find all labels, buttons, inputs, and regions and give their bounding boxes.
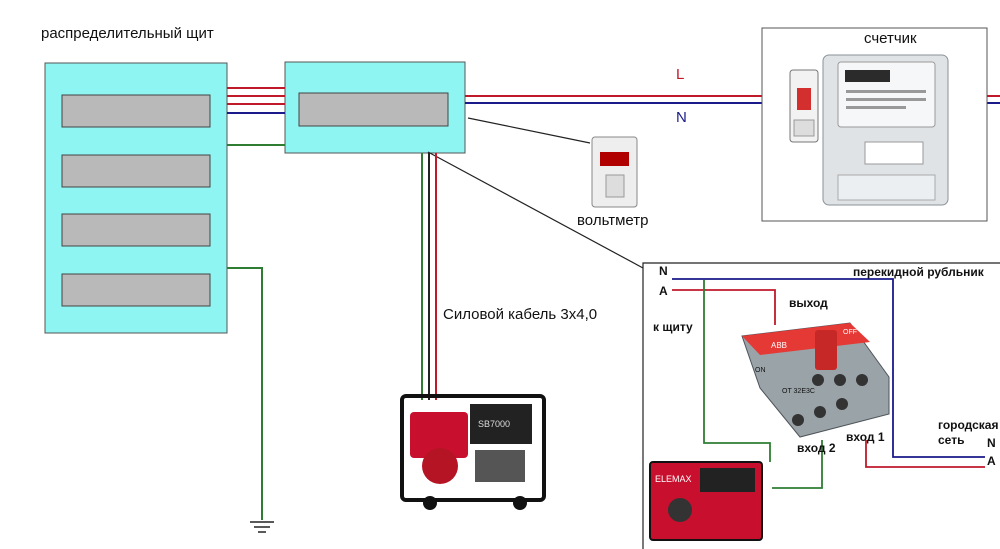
- svg-text:ABB: ABB: [771, 341, 787, 350]
- city-n-label: N: [987, 436, 996, 450]
- board-link-wires: [227, 87, 285, 146]
- generator-inset: ELEMAX: [649, 461, 763, 541]
- callout-line: [427, 151, 644, 269]
- meter-enclosure: [761, 27, 988, 222]
- output-label: выход: [789, 296, 828, 310]
- breaker-4: [61, 273, 211, 307]
- svg-text:SB7000: SB7000: [478, 419, 510, 429]
- city-grid-label: городская сеть: [938, 418, 999, 447]
- changeover-inset: [642, 262, 1000, 549]
- changeover-switch: ABB OT 32E3C ON OFF: [741, 322, 890, 438]
- junction-breaker: [298, 92, 449, 127]
- voltmeter-device: [467, 117, 638, 208]
- meter-label: счетчик: [864, 30, 917, 47]
- distribution-board-label: распределительный щит: [41, 25, 214, 42]
- junction-box: [284, 61, 466, 154]
- svg-text:ON: ON: [755, 367, 766, 374]
- input-1-label: вход 1: [846, 430, 885, 444]
- distribution-board: [44, 62, 228, 334]
- power-cable: [421, 153, 437, 400]
- svg-text:OT 32E3C: OT 32E3C: [782, 388, 815, 395]
- city-a-label: A: [987, 454, 996, 468]
- breaker-1: [61, 94, 211, 128]
- voltmeter-label: вольтметр: [577, 212, 649, 229]
- changeover-switch-label: перекидной рубльник: [853, 265, 984, 279]
- ground-wire: [227, 267, 263, 520]
- inset-n-label: N: [659, 264, 668, 278]
- neutral-label: N: [676, 109, 687, 126]
- generator-main: SB7000: [400, 394, 546, 510]
- svg-text:OFF: OFF: [843, 329, 857, 336]
- to-board-label: к щиту: [653, 320, 693, 334]
- ground-symbol: [250, 521, 274, 533]
- meter-breaker: [789, 69, 819, 143]
- inset-a-label: A: [659, 284, 668, 298]
- power-cable-label: Силовой кабель 3х4,0: [443, 306, 598, 323]
- breaker-3: [61, 213, 211, 247]
- svg-text:ELEMAX: ELEMAX: [655, 474, 692, 484]
- electricity-meter: [822, 54, 949, 206]
- input-2-label: вход 2: [797, 441, 836, 455]
- phase-label: L: [676, 66, 685, 83]
- inset-wires: [672, 278, 985, 489]
- breaker-2: [61, 154, 211, 188]
